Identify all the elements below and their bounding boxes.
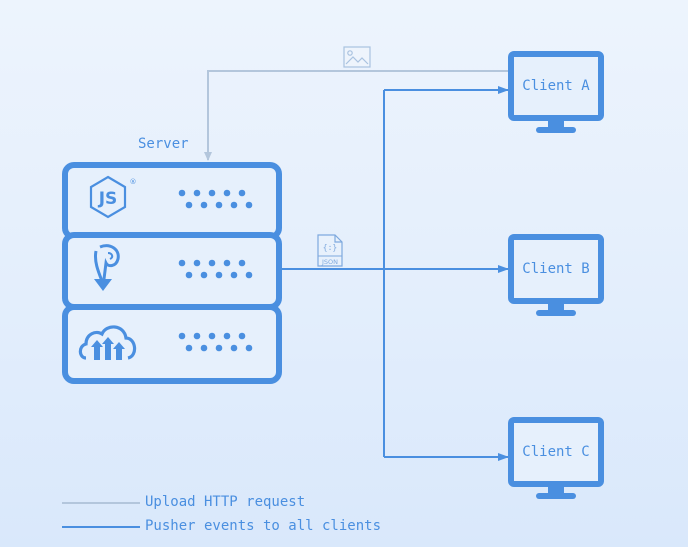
client-a: Client A (508, 51, 604, 133)
pusher-icon (90, 243, 124, 299)
monitor-icon: Client C (508, 417, 604, 487)
server-rack-cloud (62, 304, 282, 384)
rack-status-dots (178, 189, 254, 213)
client-b-label: Client B (522, 261, 590, 277)
server-rack-pusher (62, 232, 282, 310)
svg-text:{:}: {:} (323, 243, 337, 252)
legend-pusher-swatch (62, 526, 140, 528)
server-rack-nodejs: JS ® (62, 162, 282, 240)
svg-text:JSON: JSON (321, 258, 338, 266)
rack-status-dots (178, 259, 254, 283)
server-label: Server (138, 136, 189, 152)
json-file-icon: {:} JSON (317, 234, 343, 267)
monitor-icon: Client B (508, 234, 604, 304)
image-icon (343, 46, 371, 68)
rack-status-dots (178, 332, 254, 356)
nodejs-icon: JS ® (86, 174, 138, 228)
client-c: Client C (508, 417, 604, 499)
client-a-label: Client A (522, 78, 590, 94)
legend-pusher-label: Pusher events to all clients (145, 518, 382, 534)
cloud-upload-icon (78, 322, 138, 366)
monitor-icon: Client A (508, 51, 604, 121)
svg-text:®: ® (130, 178, 137, 186)
client-c-label: Client C (522, 444, 590, 460)
client-b: Client B (508, 234, 604, 316)
svg-text:JS: JS (98, 189, 118, 209)
legend-upload-swatch (62, 502, 140, 504)
legend-upload-label: Upload HTTP request (145, 494, 306, 510)
upload-request-line (204, 70, 510, 161)
